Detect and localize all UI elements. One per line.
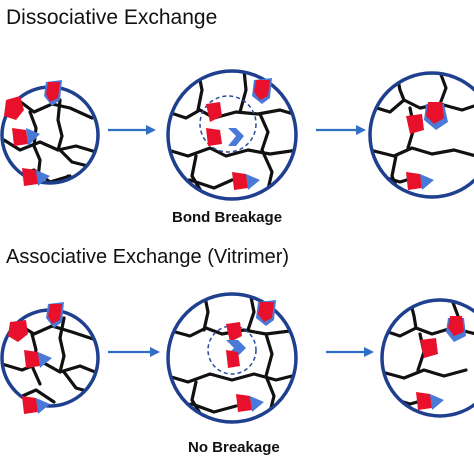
red-group xyxy=(448,316,464,336)
bond-breakage-caption: Bond Breakage xyxy=(172,209,283,226)
red-group xyxy=(258,302,274,322)
red-group xyxy=(416,392,432,410)
arrow-top-2 xyxy=(316,125,366,135)
red-group xyxy=(236,394,252,412)
red-group xyxy=(8,320,28,342)
red-group xyxy=(226,322,242,342)
bottom-circle-1 xyxy=(0,302,100,414)
arrow-bottom-1 xyxy=(108,347,160,357)
red-group xyxy=(426,102,444,124)
blue-group xyxy=(26,128,40,146)
dashed-exchange-ring xyxy=(199,95,257,153)
red-group xyxy=(22,396,38,414)
red-group xyxy=(406,172,422,190)
top-circle-3 xyxy=(368,71,474,199)
red-group xyxy=(420,338,438,358)
top-circle-1 xyxy=(0,80,100,186)
blue-group xyxy=(38,352,52,368)
network-lines xyxy=(168,294,296,422)
red-group xyxy=(24,350,40,368)
red-group xyxy=(226,350,240,368)
red-group xyxy=(46,82,60,102)
bottom-circle-2 xyxy=(166,292,298,424)
red-group xyxy=(22,168,38,186)
network-lines xyxy=(168,71,296,199)
red-group xyxy=(4,96,24,120)
blue-group xyxy=(246,174,260,190)
arrow-top-1 xyxy=(108,125,156,135)
red-group xyxy=(12,128,28,146)
dissociative-title: Dissociative Exchange xyxy=(6,6,218,29)
blue-group xyxy=(36,398,50,414)
blue-group xyxy=(36,170,50,186)
blue-group xyxy=(250,396,264,412)
blue-group xyxy=(430,394,444,410)
red-group xyxy=(206,128,222,146)
no-breakage-caption: No Breakage xyxy=(188,439,280,456)
red-group xyxy=(48,304,62,324)
bottom-circle-3 xyxy=(380,298,474,418)
red-group xyxy=(254,80,270,100)
blue-group xyxy=(420,174,434,190)
arrow-bottom-2 xyxy=(326,347,374,357)
red-group xyxy=(206,102,222,122)
associative-title: Associative Exchange (Vitrimer) xyxy=(6,246,290,268)
red-group xyxy=(232,172,248,190)
blue-group xyxy=(228,128,244,146)
top-circle-2 xyxy=(166,69,298,201)
red-group xyxy=(406,114,424,134)
